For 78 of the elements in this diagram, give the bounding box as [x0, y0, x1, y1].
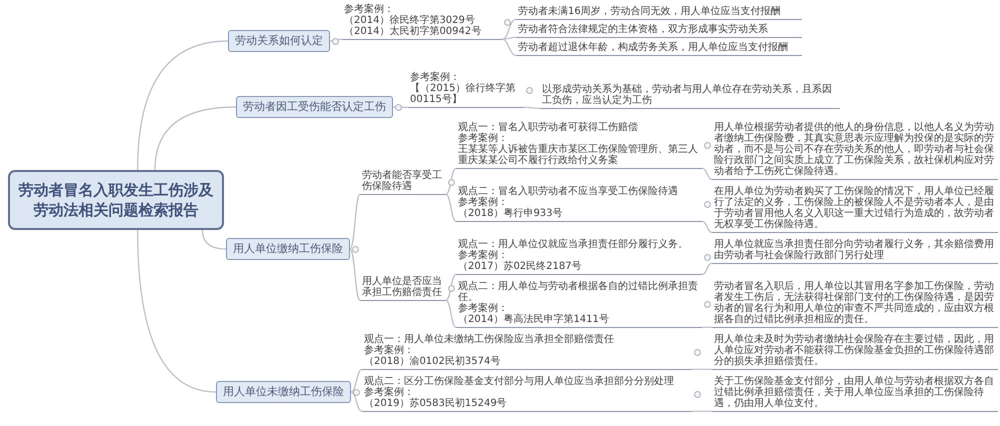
- underlined-topic: [342, 4, 502, 40]
- case-number: 王某某等人诉被告重庆市某区工伤保险管理所、第三人重庆某某公司不履行行政给付义务案: [458, 144, 699, 166]
- conclusion-text: 劳动者未满16周岁，劳动合同无效，用人单位应当支付报酬: [518, 6, 782, 17]
- case-number: （2019）苏0583民初15249号: [364, 398, 508, 409]
- case-number: （2014）徐民终字第3029号: [344, 15, 476, 26]
- branch-topic-box: [216, 381, 351, 403]
- connector-line: [330, 38, 342, 42]
- connector-line: [137, 40, 228, 170]
- reference-heading: 参考案例：: [410, 72, 461, 83]
- connector-line: [702, 326, 712, 328]
- subtopic-label: 劳动者能否享受工伤保险待遇: [362, 170, 443, 192]
- underlined-topic: [362, 334, 692, 370]
- conclusion-text: 在用人单位为劳动者购买了工伤保险的情况下，用人单位已经履行了法定的义务，工伤保险上的被保险人不是劳动者本人，是由于劳动者冒用他人名义入职这一重大过错行为造成的，故劳动者无权享受工伤保险待遇。: [714, 186, 995, 230]
- viewpoint-text: 观点二：冒名入职劳动者不应当享受工伤保险待遇: [458, 186, 679, 197]
- reference-heading: 参考案例：: [458, 303, 509, 314]
- root-topic-title: 劳动者冒名入职发生工伤涉及劳动法相关问题检索报告: [18, 180, 214, 220]
- connector-line: [524, 106, 540, 109]
- subtopic-label: 用人单位是否应当承担工伤赔偿责任: [362, 276, 443, 298]
- conclusion-text: 劳动者超过退休年龄，构成劳务关系，用人单位应当支付报酬: [518, 42, 789, 53]
- connector-line: [446, 300, 456, 328]
- underlined-topic: [456, 186, 702, 222]
- connector-line: [137, 230, 216, 393]
- connector-line: [702, 220, 712, 233]
- connector-line: [393, 106, 408, 108]
- underlined-topic: [456, 239, 702, 275]
- viewpoint-text: 观点二：用人单位与劳动者根据各自的过错比例承担责任。: [458, 281, 699, 303]
- branch-topic-label: 劳动关系如何认定: [235, 34, 323, 48]
- connector-line: [350, 391, 362, 412]
- connector-line: [702, 168, 712, 180]
- underlined-topic: [456, 122, 702, 169]
- underlined-topic: [516, 24, 802, 38]
- underlined-topic: [408, 72, 524, 108]
- reference-heading: 参考案例：: [364, 345, 415, 356]
- connector-line: [692, 410, 712, 412]
- reference-heading: 参考案例：: [344, 4, 395, 15]
- connector-line: [446, 194, 456, 222]
- case-number: （2017）苏02民终2187号: [458, 261, 583, 272]
- branch-topic-box: [236, 96, 393, 118]
- conclusion-text: 劳动者符合法律规定的主体资格，双方形成事实劳动关系: [518, 24, 769, 35]
- underlined-topic: [456, 281, 702, 328]
- connector-line: [502, 18, 516, 40]
- branch-topic-box: [228, 30, 330, 52]
- viewpoint-text: 观点一：用人单位未缴纳工伤保险应当承担全部赔偿责任: [364, 334, 615, 345]
- reference-heading: 参考案例：: [458, 250, 508, 261]
- connector-line: [502, 38, 516, 56]
- conclusion-text: 用人单位根据劳动者提供的他人的身份信息，以他人名义为劳动者缴纳工伤保险费，其真实意思表示应理解为投保的是实际的劳动者，而不是与公司不存在劳动关系的他人，即劳动者与社会保险行政部门之间实质上成立了工伤保险关系，故社保机构应对劳动者给予工伤死亡保险待遇。: [714, 122, 995, 177]
- case-number: （2018）粤行申933号: [458, 208, 564, 219]
- viewpoint-text: 观点一：用人单位仅就应当承担责任部分履行义务。: [458, 239, 689, 250]
- conclusion-text: 劳动者冒名入职后，用人单位以其冒用名字参加工伤保险，劳动者发生工伤后，无法获得社保部门支付的工伤保险待遇，是因劳动者的冒名行为和用人单位的审查不严共同造成的，应由双方根据各自的过错比例承担相应的责任。: [714, 281, 995, 325]
- branch-topic-label: 用人单位未缴纳工伤保险: [223, 385, 344, 399]
- reference-heading: 参考案例：: [364, 387, 414, 398]
- connector-line: [692, 368, 712, 370]
- conclusion-text: 用人单位就应当承担责任部分向劳动者履行义务，其余赔偿费用由劳动者与社会保险行政部门另行处理: [714, 239, 995, 261]
- connector-line: [350, 248, 360, 301]
- branch-topic-box: [226, 238, 350, 260]
- underlined-topic: [516, 42, 802, 56]
- underlined-topic: [362, 376, 692, 412]
- case-number: （2014）太民初字第00942号: [344, 26, 482, 37]
- connector-line: [350, 368, 362, 393]
- underlined-topic: [516, 6, 802, 20]
- reference-heading: 参考案例：: [458, 197, 509, 208]
- case-number: 【（2015）徐行终字第00115号】: [410, 83, 516, 105]
- viewpoint-text: 观点一：冒名入职劳动者可获得工伤赔偿: [458, 122, 639, 133]
- branch-topic-label: 劳动者因工受伤能否认定工伤: [243, 100, 386, 114]
- case-number: （2018）渝0102民初3574号: [364, 356, 502, 367]
- branch-topic-label: 用人单位缴纳工伤保险: [233, 242, 343, 256]
- conclusion-text: 以形成劳动关系为基础，劳动者与用人单位存在劳动关系，且系因工负伤，应当认定为工伤: [542, 84, 833, 106]
- root-topic-box: [8, 170, 224, 230]
- connector-line: [502, 36, 516, 40]
- case-number: （2014）粤高法民申字第1411号: [458, 314, 610, 325]
- connector-line: [350, 194, 360, 250]
- connector-line: [702, 262, 712, 275]
- reference-heading: 参考案例：: [458, 133, 508, 144]
- conclusion-text: 关于工伤保险基金支付部分，由用人单位与劳动者根据双方各自过错比例承担赔偿责任，关于用人单位应当承担的工伤保险待遇，仍由用人单位支付。: [714, 376, 995, 409]
- viewpoint-text: 观点二：区分工伤保险基金支付部分与用人单位应当承担部分分别处理: [364, 376, 675, 387]
- connector-line: [202, 230, 226, 250]
- connector-line: [154, 106, 236, 170]
- conclusion-text: 用人单位未及时为劳动者缴纳社会保险存在主要过错，因此，用人单位应对劳动者不能获得工伤保险基金负担的工伤保险待遇部分的损失承担赔偿责任。: [714, 334, 995, 367]
